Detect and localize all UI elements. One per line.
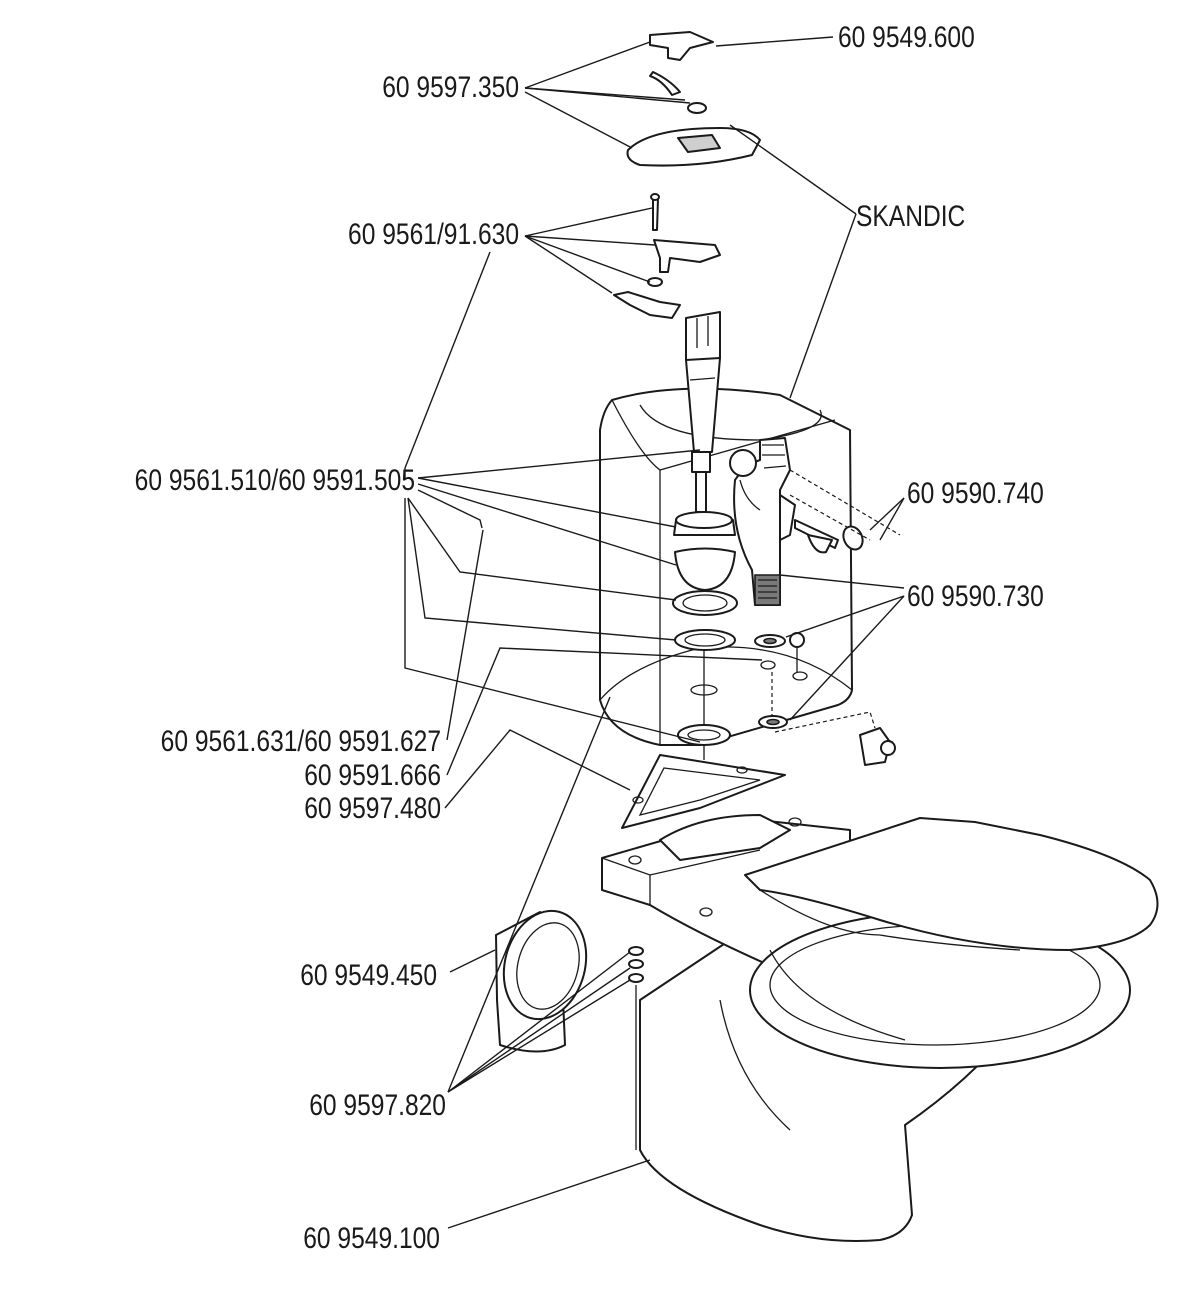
label-609597350: 60 9597.350 [382,70,519,104]
inlet-washers [754,632,896,766]
elbow-pipe [495,909,588,1053]
fill-valve [729,437,796,606]
label-6095615105: 60 9561.510/60 9591.505 [135,463,415,497]
part-labels: 60 9549.600 60 9597.350 SKANDIC 60 9561/… [135,20,1044,1255]
label-6095619163: 60 9561/91.630 [348,217,519,251]
label-609591666: 60 9591.666 [304,758,441,792]
inlet-parts [789,469,901,554]
label-609597480: 60 9597.480 [304,791,441,825]
flush-valve-assembly [672,311,738,760]
seat-cover [744,817,1159,951]
toilet-bowl [601,817,1131,1242]
label-609549100: 60 9549.100 [303,1221,440,1255]
cistern-lid [626,31,761,167]
label-609549600: 60 9549.600 [838,20,975,54]
label-609590730: 60 9590.730 [907,579,1044,613]
label-609549450: 60 9549.450 [300,958,437,992]
lever-parts [613,193,721,319]
label-609597820: 60 9597.820 [309,1088,446,1122]
label-609590740: 60 9590.740 [907,476,1044,510]
leader-lines [404,36,905,1229]
label-6095616316: 60 9561.631/60 9591.627 [161,724,441,758]
washer-stack [628,946,644,1150]
label-skandic: SKANDIC [856,199,965,233]
gasket-plate [621,754,791,861]
